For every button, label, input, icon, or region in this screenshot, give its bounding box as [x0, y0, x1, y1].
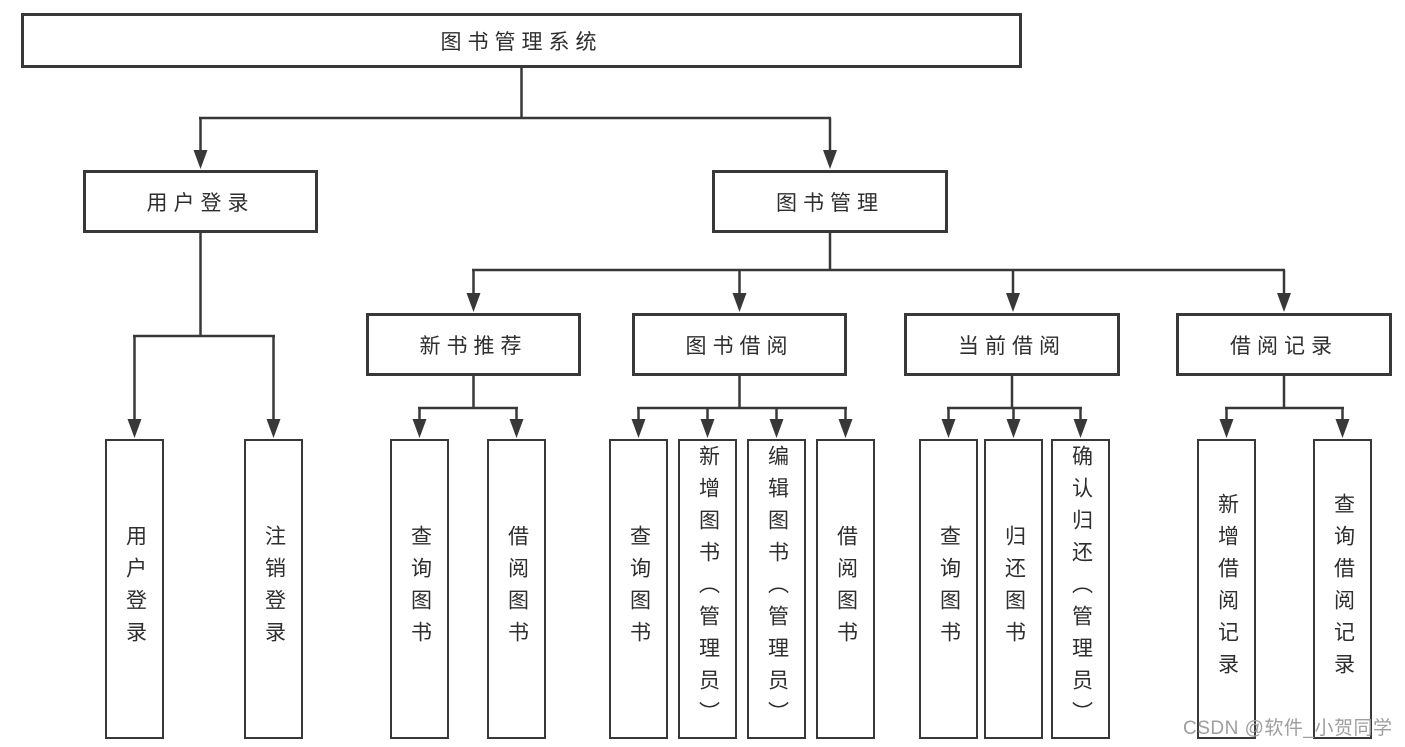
leaf-return-books: 归还图书 — [984, 439, 1043, 739]
leaf-edit-book-admin: 编辑图书（管理员） — [747, 439, 806, 739]
leaf-user-login: 用户登录 — [105, 439, 164, 739]
node-new-book-recommend: 新书推荐 — [366, 313, 581, 376]
node-label: 图书管理 — [776, 191, 884, 215]
node-borrowing-records: 借阅记录 — [1176, 313, 1392, 376]
leaf-label: 查询图书 — [408, 525, 432, 653]
leaf-label: 借阅图书 — [505, 525, 529, 653]
leaf-query-borrow-record: 查询借阅记录 — [1313, 439, 1372, 739]
leaf-label: 查询图书 — [627, 525, 651, 653]
node-label: 新书推荐 — [419, 334, 528, 358]
leaf-label: 新增借阅记录 — [1215, 493, 1239, 685]
leaf-label: 归还图书 — [1002, 525, 1026, 653]
leaf-label: 编辑图书（管理员） — [765, 445, 789, 733]
leaf-label: 查询图书 — [937, 525, 961, 653]
leaf-label: 查询借阅记录 — [1331, 493, 1355, 685]
leaf-query-books-recommend: 查询图书 — [390, 439, 449, 739]
leaf-add-borrow-record: 新增借阅记录 — [1197, 439, 1256, 739]
leaf-confirm-return-admin: 确认归还（管理员） — [1051, 439, 1110, 739]
node-label: 图书借阅 — [685, 334, 794, 358]
node-book-borrowing: 图书借阅 — [632, 313, 847, 376]
leaf-logout: 注销登录 — [244, 439, 303, 739]
leaf-add-book-admin: 新增图书（管理员） — [678, 439, 737, 739]
csdn-watermark: CSDN @软件_小贺同学 — [1183, 718, 1393, 739]
node-book-management: 图书管理 — [712, 170, 948, 233]
leaf-query-books-borrowing: 查询图书 — [609, 439, 668, 739]
leaf-borrow-books-recommend: 借阅图书 — [487, 439, 546, 739]
leaf-label: 确认归还（管理员） — [1069, 445, 1093, 733]
node-label: 图书管理系统 — [440, 30, 603, 54]
leaf-label: 新增图书（管理员） — [696, 445, 720, 733]
leaf-label: 用户登录 — [123, 525, 147, 653]
node-label: 借阅记录 — [1230, 334, 1338, 358]
node-system-root: 图书管理系统 — [21, 13, 1022, 68]
leaf-label: 注销登录 — [262, 525, 286, 653]
leaf-label: 借阅图书 — [834, 525, 858, 653]
node-current-borrowing: 当前借阅 — [904, 313, 1120, 376]
leaf-borrow-books-borrowing: 借阅图书 — [816, 439, 875, 739]
node-label: 用户登录 — [146, 191, 255, 215]
leaf-query-books-current: 查询图书 — [919, 439, 978, 739]
node-label: 当前借阅 — [958, 334, 1066, 358]
node-user-login: 用户登录 — [83, 170, 318, 233]
